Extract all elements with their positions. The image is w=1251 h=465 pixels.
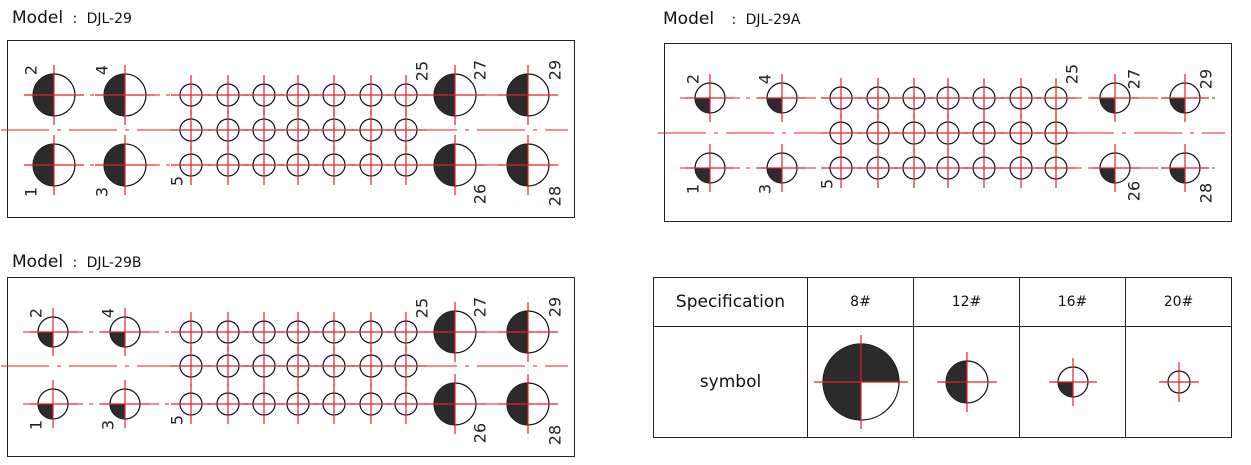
model-label-djl-29b: Model : DJL-29B [12,252,142,272]
pin-number-28: 28 [546,425,565,445]
pin-number-26: 26 [471,184,490,204]
connector-diagram-djl-29a: 2 4 1 3 25 27 29 5 26 28 [658,43,1232,222]
pin-number-5: 5 [818,179,837,189]
contact-1-fill [38,404,53,419]
contact-27-fill [1100,98,1115,113]
djl-29b-pin-layout: 2 4 1 3 25 27 29 5 26 28 [1,297,568,445]
pin-number-1: 1 [27,420,46,430]
pin-number-4: 4 [756,74,775,84]
spec-size-20: 20# [1125,277,1232,327]
connector-diagram-djl-29: 2 4 1 3 25 27 29 5 26 28 [1,40,575,218]
pin-number-5: 5 [168,176,187,186]
contact-1-fill [695,168,710,183]
pin-number-4: 4 [93,65,112,75]
contact-28-fill [1170,168,1185,183]
pin-number-2: 2 [27,308,46,318]
symbol-8-cell [807,326,914,438]
pin-number-3: 3 [99,420,118,430]
size-16-contact-symbol [1049,358,1097,406]
contact-2-fill [38,332,53,347]
pin-number-28: 28 [546,186,565,206]
pin-number-25: 25 [413,61,432,81]
model-word: Model [12,8,64,28]
pin-number-25: 25 [1063,64,1082,84]
pin-number-29: 29 [1197,69,1216,89]
pin-number-27: 27 [471,60,490,80]
contact-4-fill [767,98,782,113]
contact-2-fill [695,98,710,113]
model-code: DJL-29 [86,11,132,27]
pin-number-27: 27 [1125,69,1144,89]
spec-size-8: 8# [807,277,914,327]
model-word: Model [12,252,64,272]
connector-diagram-djl-29b: 2 4 1 3 25 27 29 5 26 28 [1,277,575,457]
model-label-djl-29a: Model : DJL-29A [663,9,800,29]
djl-29a-pin-layout: 2 4 1 3 25 27 29 5 26 28 [658,64,1225,203]
model-separator: : [72,255,78,271]
size-12-contact-symbol [937,352,997,412]
symbol-label: symbol [653,326,808,438]
symbol-12-cell [913,326,1020,438]
pin-number-3: 3 [756,184,775,194]
model-separator: : [72,11,78,27]
spec-size-12: 12# [913,277,1020,327]
model-word: Model [663,9,715,29]
djl-29-pin-layout: 2 4 1 3 25 27 29 5 26 28 [1,60,568,206]
contact-4-fill [110,332,125,347]
pin-number-1: 1 [22,187,41,197]
contact-26-fill [1100,168,1115,183]
pin-number-26: 26 [471,423,490,443]
pin-number-5: 5 [168,415,187,425]
pin-number-2: 2 [22,65,41,75]
model-code: DJL-29A [745,12,801,28]
pin-number-27: 27 [471,297,490,317]
contact-29-fill [1170,98,1185,113]
pin-number-29: 29 [546,297,565,317]
model-separator: : [731,12,737,28]
contact-3-fill [767,168,782,183]
pin-number-29: 29 [546,60,565,80]
pin-number-2: 2 [684,74,703,84]
symbol-16-fill [1058,382,1073,397]
model-label-djl-29: Model : DJL-29 [12,8,132,28]
size-8-contact-symbol [814,335,908,429]
size-20-contact-symbol [1159,362,1199,402]
symbol-20-cell [1125,326,1232,438]
pin-number-28: 28 [1197,183,1216,203]
spec-size-16: 16# [1019,277,1126,327]
pin-number-4: 4 [99,308,118,318]
spec-symbol-row: symbol [653,326,1232,438]
pin-number-26: 26 [1125,181,1144,201]
symbol-16-cell [1019,326,1126,438]
spec-header-label: Specification [653,277,808,327]
contact-3-fill [110,404,125,419]
pin-number-25: 25 [413,298,432,318]
specification-table: Specification 8# 12# 16# 20# symbol [653,277,1232,438]
pin-number-3: 3 [93,187,112,197]
pin-number-1: 1 [684,184,703,194]
model-code: DJL-29B [86,255,142,271]
spec-header-row: Specification 8# 12# 16# 20# [653,277,1232,327]
